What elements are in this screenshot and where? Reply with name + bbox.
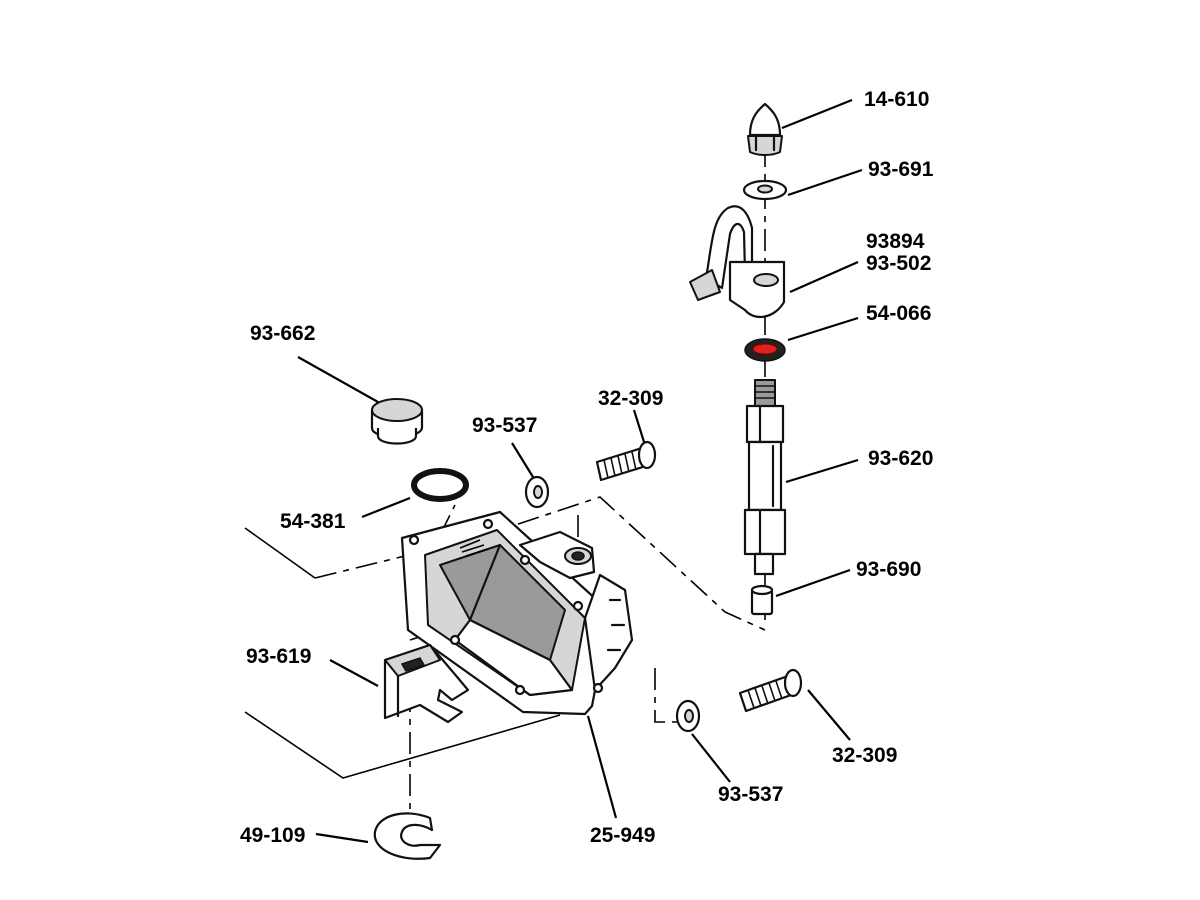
label-93-691: 93-691 — [868, 158, 934, 181]
washer-93-691 — [742, 179, 788, 201]
injector-rod-93-620 — [743, 379, 787, 576]
label-93-537-top: 93-537 — [472, 414, 537, 437]
label-93-537-bottom: 93-537 — [718, 783, 783, 806]
label-93-690: 93-690 — [856, 558, 921, 581]
leader-lines — [297, 98, 863, 844]
part-labels: 14-610 93-691 93894 93-502 54-066 93-662… — [240, 88, 934, 847]
screw-32-309-bottom — [738, 668, 803, 713]
screw-32-309-top — [595, 440, 657, 482]
label-93894: 93894 — [866, 230, 925, 253]
label-14-610: 14-610 — [864, 88, 929, 111]
label-32-309-top: 32-309 — [598, 387, 663, 410]
label-32-309-bottom: 32-309 — [832, 744, 897, 767]
acorn-cap-14-610 — [747, 102, 783, 156]
lever-arm-93894 — [689, 205, 786, 319]
label-49-109: 49-109 — [240, 824, 305, 847]
sleeve-93-690 — [750, 584, 774, 616]
housing-25-949 — [400, 510, 634, 716]
c-clip-49-109 — [373, 812, 442, 860]
seal-54-066 — [744, 338, 786, 362]
label-25-949: 25-949 — [590, 824, 655, 847]
label-54-381: 54-381 — [280, 510, 346, 533]
label-93-662: 93-662 — [250, 322, 315, 345]
bracket-lines — [244, 527, 561, 779]
label-54-066: 54-066 — [866, 302, 931, 325]
label-93-619: 93-619 — [246, 645, 311, 668]
label-93-620: 93-620 — [868, 447, 933, 470]
plug-93-662 — [370, 398, 424, 445]
label-93-502: 93-502 — [866, 252, 931, 275]
bracket-93-619 — [383, 643, 470, 724]
o-ring-54-381 — [411, 468, 469, 502]
washer-93-537-bottom — [675, 699, 701, 733]
washer-93-537-top — [524, 475, 550, 509]
